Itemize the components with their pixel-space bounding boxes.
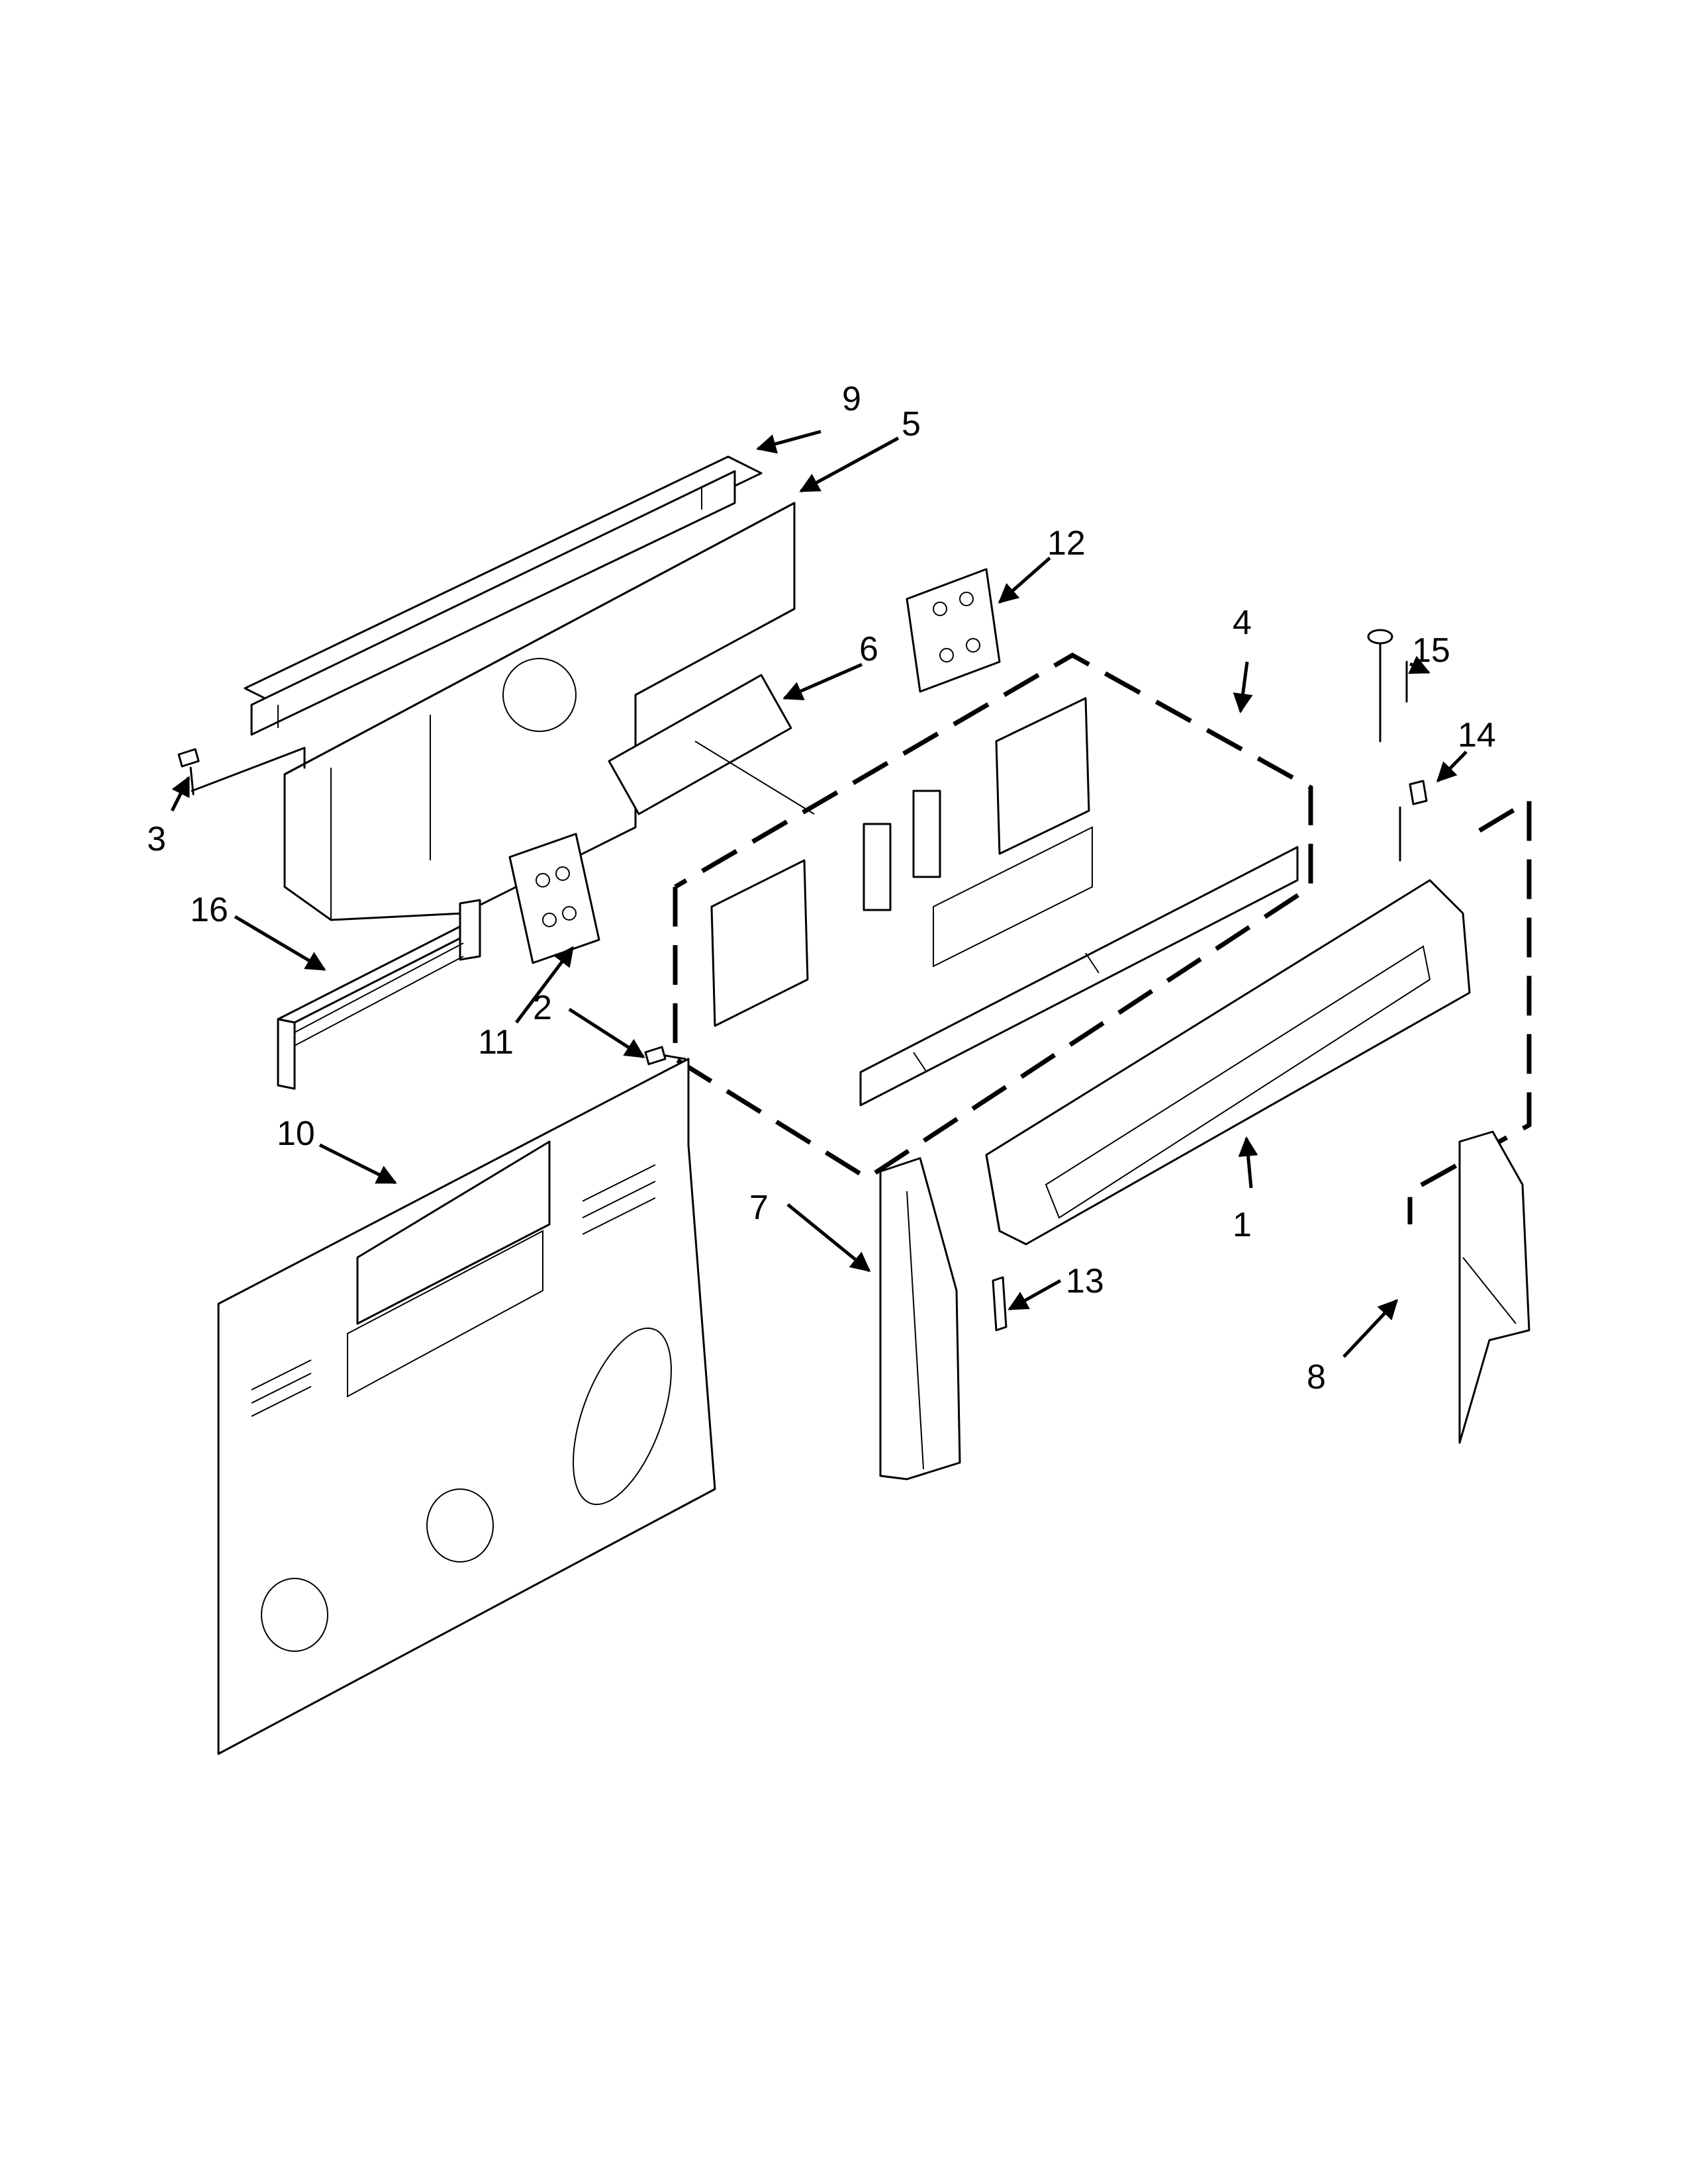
back-shield-part (283, 502, 796, 921)
leader-lines (170, 430, 1468, 1358)
console-trim-part (985, 879, 1471, 1246)
right-side-bracket-part (1458, 1130, 1530, 1444)
callout-1: 1 (1233, 1206, 1252, 1244)
callout-16: 16 (190, 891, 228, 929)
clip-part (992, 1276, 1008, 1332)
callout-2: 2 (533, 989, 552, 1027)
callout-9: 9 (842, 380, 861, 418)
callout-4: 4 (1233, 604, 1252, 642)
control-board-6-part (608, 674, 815, 815)
callout-11: 11 (478, 1023, 514, 1062)
left-side-bracket-part (879, 1157, 961, 1480)
callout-15: 15 (1412, 631, 1450, 670)
callout-5: 5 (902, 405, 921, 443)
callout-6: 6 (859, 630, 878, 668)
control-board-12-part (906, 568, 1001, 693)
control-board-11-part (508, 833, 600, 964)
assembly-4-boundary (673, 652, 1313, 1181)
control-rail-part (244, 455, 763, 736)
grommet-part (1399, 780, 1428, 862)
callout-8: 8 (1307, 1358, 1326, 1396)
callout-12: 12 (1047, 524, 1086, 563)
right-assembly-boundary (1407, 796, 1532, 1224)
screw-part (177, 747, 306, 796)
callout-13: 13 (1066, 1262, 1104, 1300)
temperature-sensor-part (1367, 629, 1408, 743)
screw-2-part (644, 1046, 686, 1066)
rear-panel-part (217, 1058, 716, 1755)
callout-7: 7 (749, 1189, 769, 1227)
callout-14: 14 (1458, 716, 1496, 754)
callout-10: 10 (277, 1115, 315, 1153)
glass-panel-part (859, 846, 1299, 1107)
ribbon-cable-part (277, 899, 481, 1090)
callout-3: 3 (147, 820, 166, 858)
bracket-frames-part (710, 697, 1093, 1027)
